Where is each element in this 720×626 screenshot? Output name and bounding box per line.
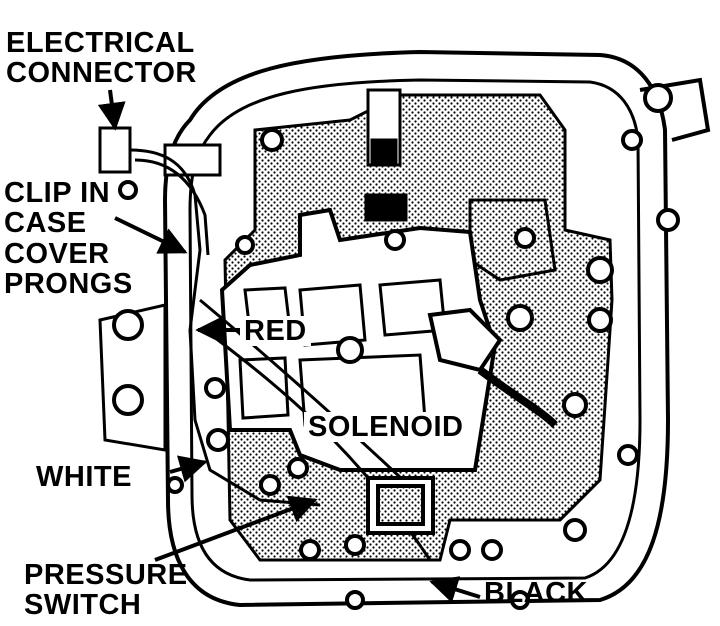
red-wire-label: RED bbox=[240, 316, 311, 346]
clip-label-line-2: CASE bbox=[4, 207, 87, 240]
electrical-connector-line-2: CONNECTOR bbox=[6, 57, 197, 90]
clip-label-line-4: PRONGS bbox=[4, 268, 133, 301]
black-wire-label: BLACK bbox=[484, 577, 588, 609]
clip-label-line-3: COVER bbox=[4, 237, 110, 270]
case-outline bbox=[98, 49, 711, 608]
pressure-switch-label: PRESSURE SWITCH bbox=[24, 560, 188, 621]
top-connector bbox=[364, 88, 408, 222]
pressure-switch-line-1: PRESSURE bbox=[24, 559, 188, 591]
pressure-switch-line-2: SWITCH bbox=[24, 589, 142, 622]
electrical-connector-label: ELECTRICAL CONNECTOR bbox=[6, 28, 197, 89]
solenoid-housing bbox=[366, 476, 435, 535]
bolt-heads bbox=[112, 83, 680, 610]
clip-in-case-cover-prongs-label: CLIP IN CASE COVER PRONGS bbox=[4, 178, 133, 300]
electrical-connector-body bbox=[98, 126, 222, 177]
white-wire-label: WHITE bbox=[36, 461, 132, 493]
clip-label-line-1: CLIP IN bbox=[4, 177, 111, 209]
solenoid-arm bbox=[427, 307, 558, 428]
leader-lines bbox=[97, 89, 481, 603]
solenoid-label: SOLENOID bbox=[304, 412, 468, 442]
electrical-connector-line-1: ELECTRICAL bbox=[6, 27, 195, 59]
